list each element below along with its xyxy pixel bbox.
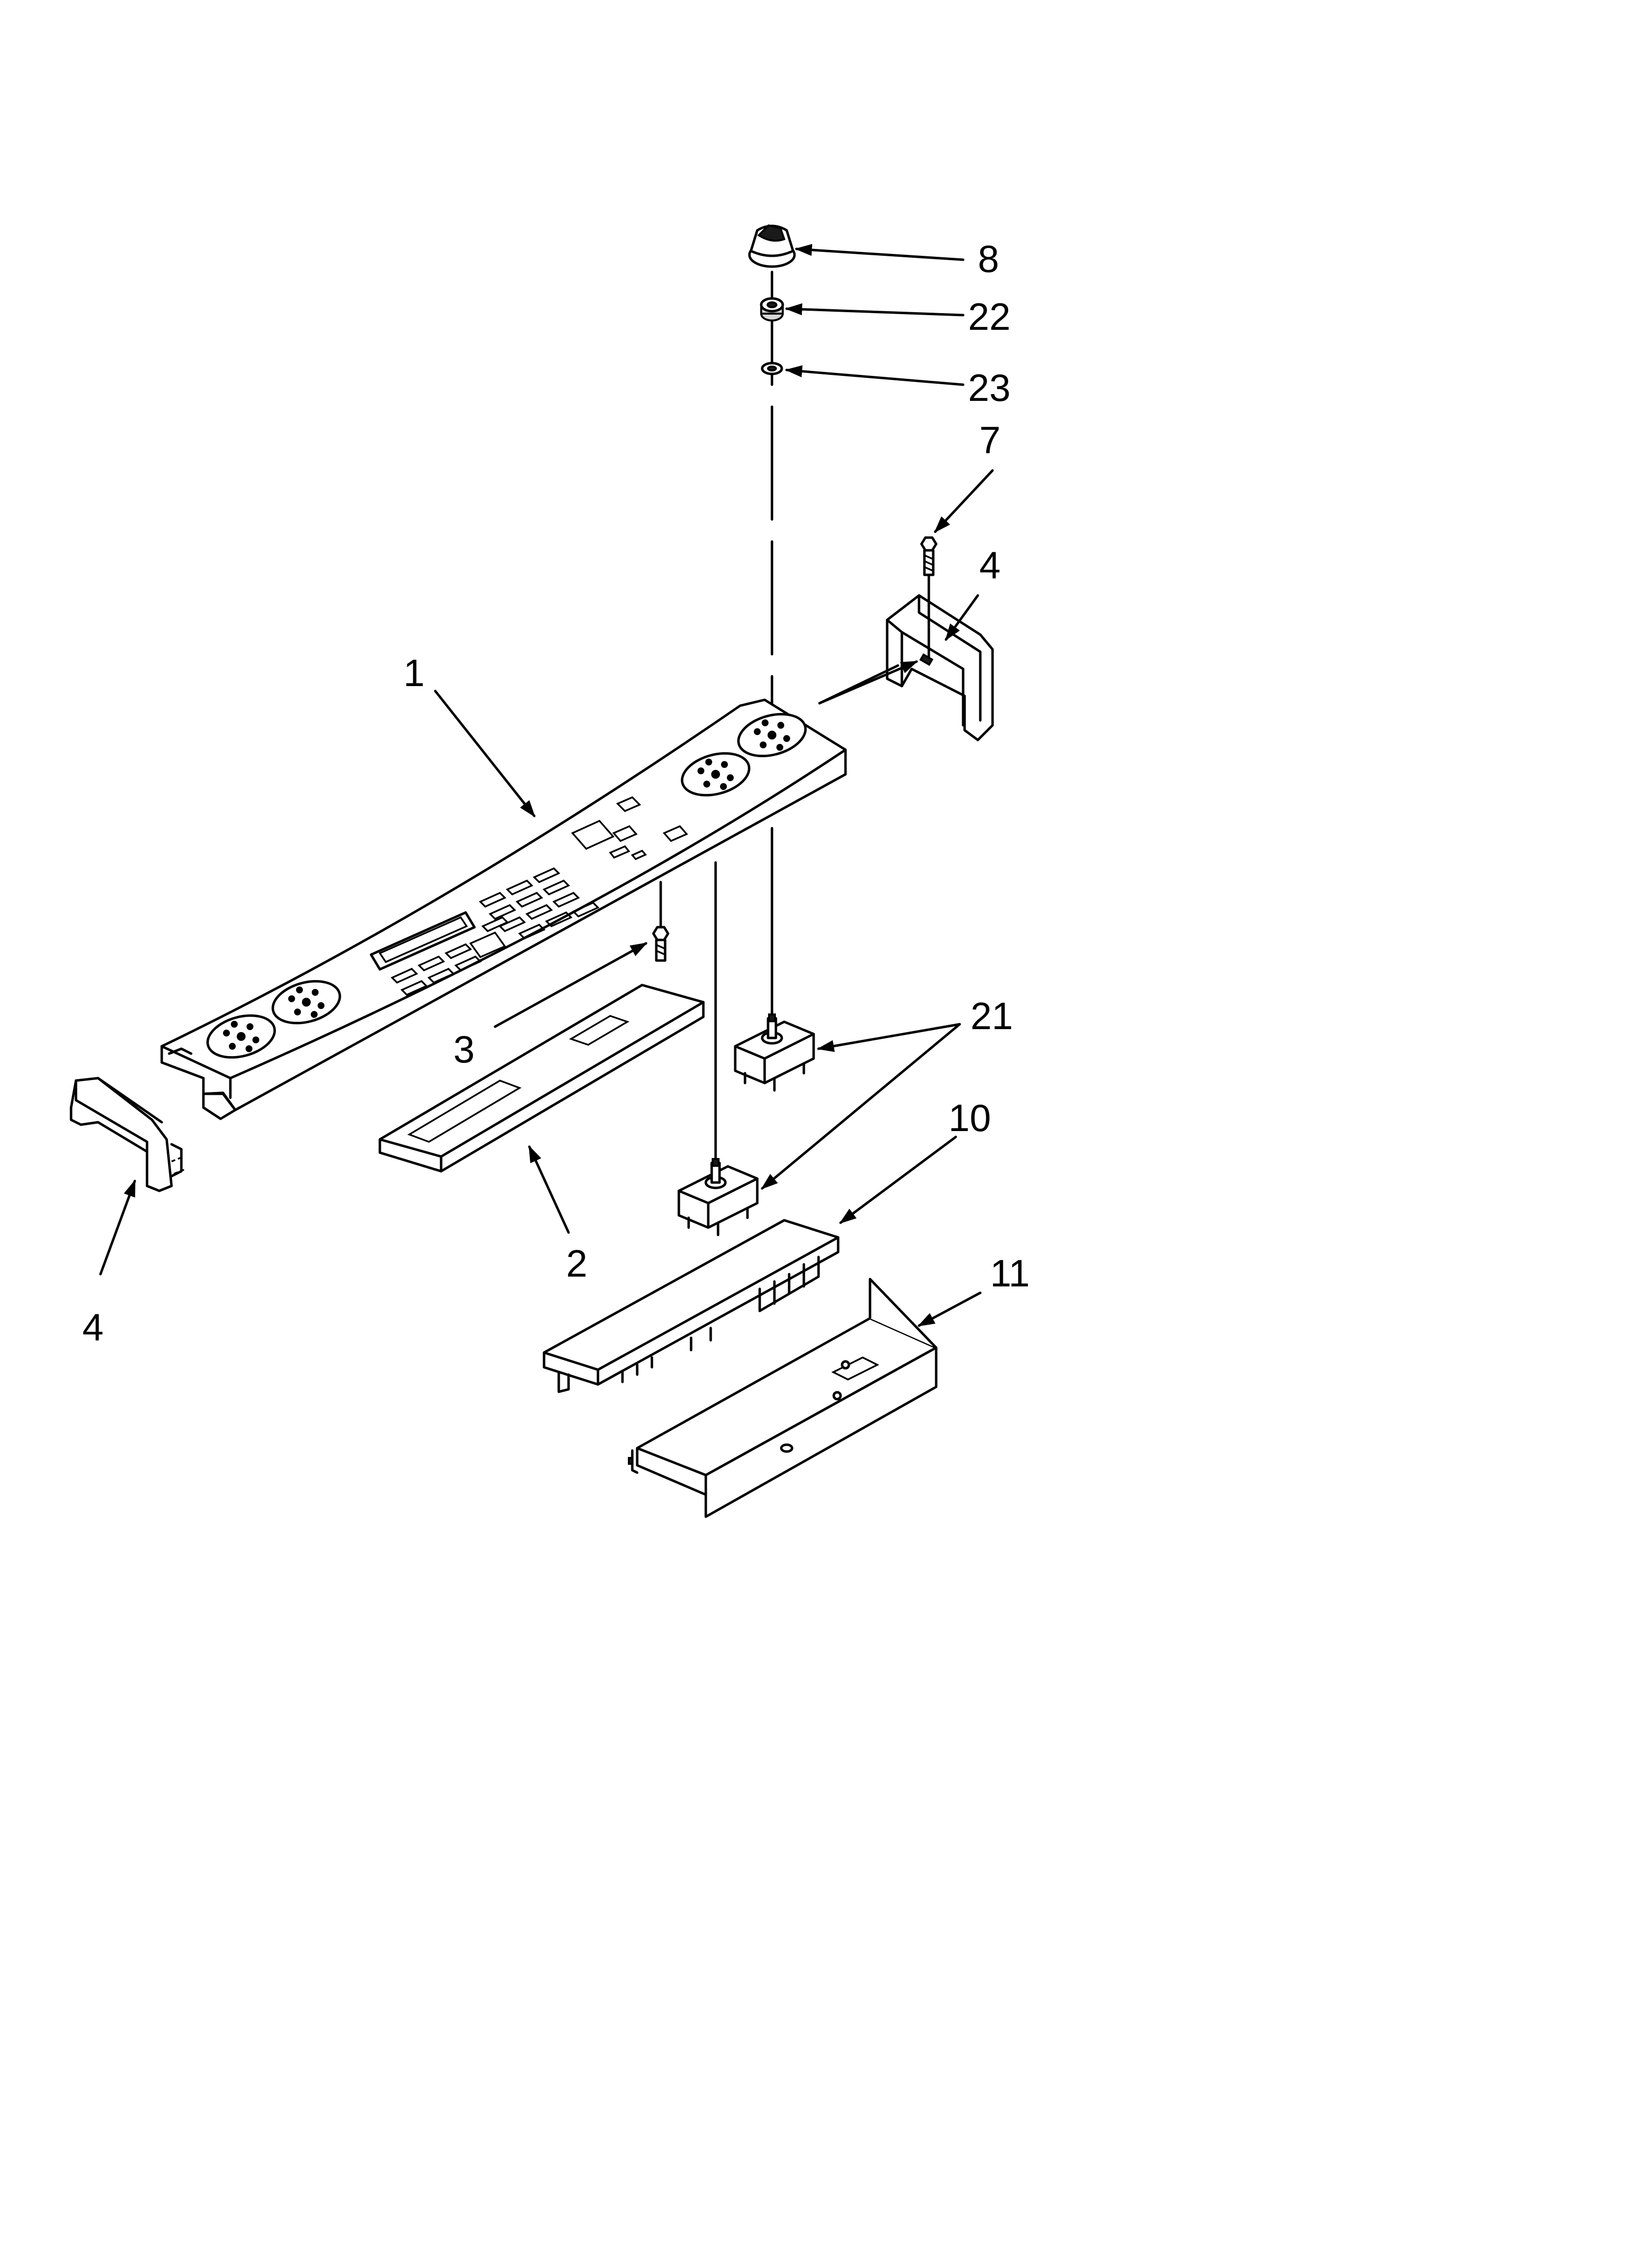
keypad-graphic — [390, 867, 600, 996]
callout-4-right: 4 — [979, 543, 1000, 587]
burner-dial-graphic — [681, 752, 750, 797]
callout-8: 8 — [978, 237, 999, 280]
knob-part — [748, 224, 796, 268]
switch-part-lower — [677, 1158, 759, 1236]
callout-7: 7 — [979, 419, 1000, 462]
control-panel-part — [160, 698, 847, 1120]
control-board-part — [543, 1219, 840, 1393]
callout-4-left: 4 — [82, 1306, 103, 1349]
callout-22: 22 — [968, 295, 1011, 338]
callout-23: 23 — [968, 366, 1011, 409]
burner-dial-graphic — [737, 713, 807, 758]
callout-10: 10 — [948, 1096, 991, 1139]
leader-lines — [99, 244, 994, 1327]
screw-part-right — [920, 536, 938, 576]
screw-part-center — [652, 881, 670, 962]
end-cap-right — [886, 573, 994, 741]
callout-2: 2 — [566, 1242, 587, 1285]
washer-part — [761, 362, 783, 375]
callout-3: 3 — [453, 1028, 474, 1071]
callout-21: 21 — [970, 994, 1013, 1037]
nut-part — [760, 297, 784, 321]
burner-dial-graphic — [206, 1014, 276, 1059]
callout-1: 1 — [403, 651, 424, 694]
switch-part-upper — [734, 1013, 815, 1092]
overlay-plate-part — [378, 984, 705, 1173]
end-cap-left — [70, 1077, 187, 1192]
bracket-tray-part — [628, 1278, 938, 1518]
callout-11: 11 — [990, 1252, 1030, 1295]
burner-dial-graphic — [272, 980, 341, 1025]
